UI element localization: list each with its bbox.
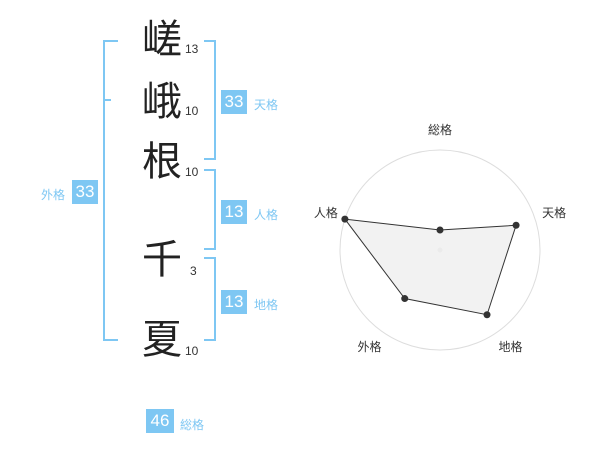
jinkaku-label: 人格 (254, 208, 279, 222)
radar-point-5 (341, 215, 349, 223)
chikaku-badge: 13 (221, 290, 247, 314)
radar-axis-label-2: 天格 (542, 205, 566, 220)
radar-point-2 (512, 221, 520, 229)
kanji-2: 峨 (142, 79, 182, 125)
gaikaku-bracket (103, 40, 118, 341)
stroke-count-4: 3 (190, 264, 197, 278)
stroke-count-2: 10 (185, 104, 199, 118)
soukaku-label: 総格 (180, 418, 205, 432)
kanji-4: 千 (142, 237, 182, 283)
tenkaku-badge: 33 (221, 90, 247, 114)
chikaku-bracket (204, 257, 216, 341)
tenkaku-label: 天格 (254, 98, 279, 112)
stroke-count-1: 13 (185, 42, 199, 56)
stroke-count-3: 10 (185, 165, 199, 179)
jinkaku-bracket (204, 169, 216, 250)
radar-points (341, 215, 520, 319)
gaikaku-label: 外格 (41, 188, 66, 202)
radar-axis-label-1: 総格 (428, 122, 452, 137)
soukaku-badge: 46 (146, 409, 174, 433)
radar-axis-label-5: 人格 (314, 205, 338, 220)
kanji-5: 夏 (142, 317, 182, 363)
radar-point-4 (401, 295, 409, 303)
radar-axis-label-3: 地格 (499, 339, 523, 354)
radar-point-3 (483, 311, 491, 319)
chikaku-label: 地格 (254, 298, 279, 312)
radar-axis-label-4: 外格 (357, 339, 381, 354)
kanji-1: 嵯 (142, 17, 182, 63)
stroke-count-5: 10 (185, 344, 199, 358)
kanji-3: 根 (142, 139, 182, 185)
tenkaku-bracket (204, 40, 216, 160)
radar-point-1 (436, 226, 444, 234)
jinkaku-badge: 13 (221, 200, 247, 224)
gaikaku-badge: 33 (72, 180, 98, 204)
radar-area (343, 218, 517, 316)
